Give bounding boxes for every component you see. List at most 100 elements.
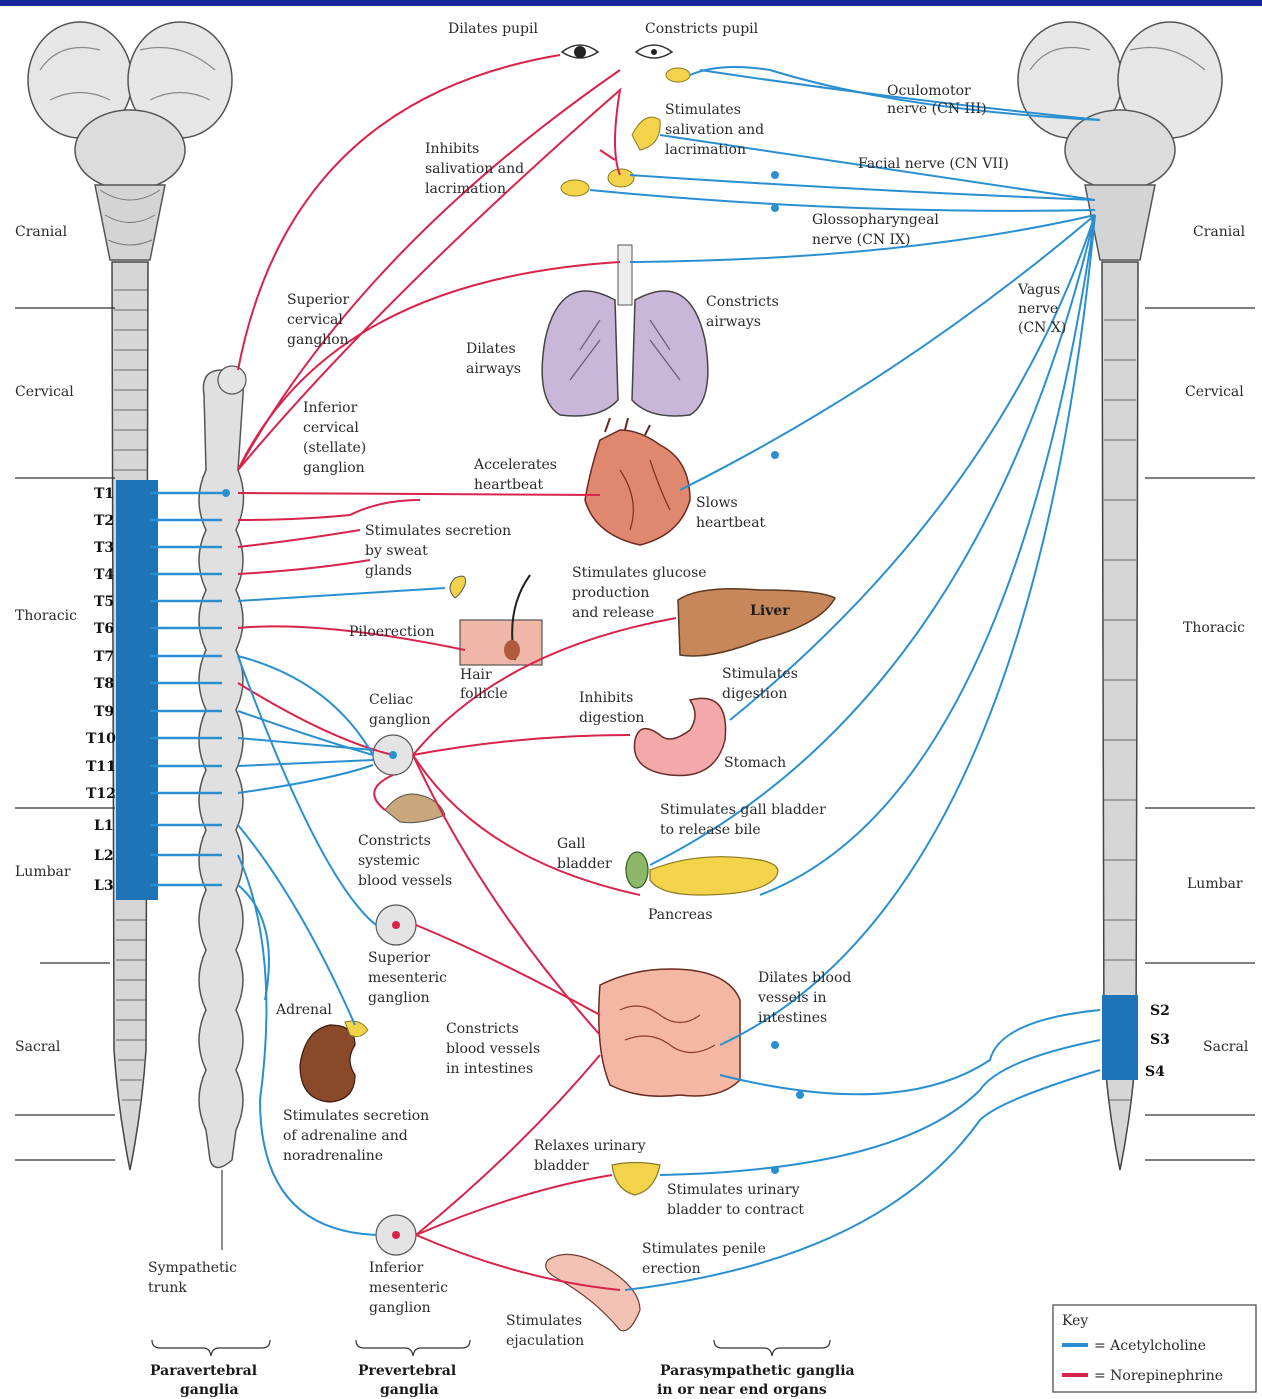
label-slows-2: heartbeat <box>696 515 766 531</box>
footer-parasympathetic-1: Parasympathetic ganglia <box>660 1363 855 1379</box>
left-spinal-cord <box>112 262 158 1170</box>
label-ejaculation-1: Stimulates <box>506 1313 582 1329</box>
region-label-cranial-left: Cranial <box>15 224 68 240</box>
label-stim-saliv-1: Stimulates <box>665 102 741 118</box>
organ-labels: Dilates pupil Constricts pupil Oculomoto… <box>148 21 1066 1349</box>
label-oculomotor-2: nerve (CN III) <box>887 101 987 117</box>
label-inferior-cervical-4: ganglion <box>303 460 365 476</box>
label-liver: Liver <box>750 603 790 619</box>
segment-t2: T2 <box>94 513 114 529</box>
footer-parasympathetic-2: in or near end organs <box>657 1382 827 1398</box>
label-superior-cervical-2: cervical <box>287 312 343 328</box>
region-label-thoracic-right: Thoracic <box>1183 620 1245 636</box>
label-ejaculation-2: ejaculation <box>506 1333 584 1349</box>
label-gall-release-1: Stimulates gall bladder <box>660 802 826 818</box>
sympathetic-pathways <box>238 55 676 1290</box>
region-label-sacral-right: Sacral <box>1203 1039 1249 1055</box>
region-label-cranial-right: Cranial <box>1193 224 1246 240</box>
label-constricts-systemic-1: Constricts <box>358 833 431 849</box>
segment-t6: T6 <box>94 621 114 637</box>
label-dilates-airways-2: airways <box>466 361 521 377</box>
legend-title: Key <box>1062 1313 1088 1329</box>
label-inhib-saliv-2: salivation and <box>425 161 524 177</box>
label-gall-2: bladder <box>557 856 612 872</box>
label-vagus-3: (CN X) <box>1018 320 1066 336</box>
hair-follicle-icon <box>460 575 542 665</box>
label-celiac-1: Celiac <box>369 692 413 708</box>
segment-t7: T7 <box>94 649 114 665</box>
segment-t5: T5 <box>94 594 114 610</box>
segment-labels: T1 T2 T3 T4 T5 T6 T7 T8 T9 T10 T11 T12 L… <box>86 486 116 894</box>
label-celiac-2: ganglion <box>369 712 431 728</box>
blood-vessel-icon <box>385 794 445 823</box>
urinary-bladder-icon <box>612 1163 660 1196</box>
label-constricts-intestines-2: blood vessels <box>446 1041 540 1057</box>
label-hair-1: Hair <box>460 667 492 683</box>
label-constricts-airways-1: Constricts <box>706 294 779 310</box>
label-gall-release-2: to release bile <box>660 822 761 838</box>
label-vagus-1: Vagus <box>1017 282 1060 298</box>
label-penile-1: Stimulates penile <box>642 1241 766 1257</box>
label-piloerection: Piloerection <box>349 624 434 640</box>
region-label-sacral-left: Sacral <box>15 1039 61 1055</box>
label-relaxes-1: Relaxes urinary <box>534 1138 646 1154</box>
label-dilates-vessels-2: vessels in <box>757 990 826 1006</box>
label-inferior-mesenteric-2: mesenteric <box>369 1280 448 1296</box>
label-stomach: Stomach <box>724 755 786 771</box>
label-superior-cervical-1: Superior <box>287 292 349 308</box>
label-superior-mesenteric-2: mesenteric <box>368 970 447 986</box>
label-sweat-3: glands <box>365 563 412 579</box>
label-superior-mesenteric-1: Superior <box>368 950 430 966</box>
label-symp-trunk-2: trunk <box>148 1280 187 1296</box>
footer-paravertebral-2: ganglia <box>180 1382 239 1398</box>
label-gall-1: Gall <box>557 836 586 852</box>
label-slows-1: Slows <box>696 495 738 511</box>
segment-t4: T4 <box>94 567 114 583</box>
label-penile-2: erection <box>642 1261 701 1277</box>
label-glucose-2: production <box>572 585 649 601</box>
label-accelerates-1: Accelerates <box>473 457 557 473</box>
region-label-cervical-left: Cervical <box>15 384 74 400</box>
label-dilates-vessels-3: intestines <box>758 1010 827 1026</box>
label-pancreas: Pancreas <box>648 907 713 923</box>
label-hair-2: follicle <box>460 686 508 702</box>
footer-labels: Paravertebral ganglia Prevertebral gangl… <box>150 1363 855 1398</box>
label-sweat-1: Stimulates secretion <box>365 523 511 539</box>
label-inferior-mesenteric-1: Inferior <box>369 1260 424 1276</box>
stomach-icon <box>634 698 725 775</box>
label-glucose-1: Stimulates glucose <box>572 565 707 581</box>
segment-l3: L3 <box>94 878 114 894</box>
segment-l1: L1 <box>94 818 114 834</box>
segment-t1: T1 <box>94 486 114 502</box>
label-stim-urinary-1: Stimulates urinary <box>667 1182 800 1198</box>
segment-s2: S2 <box>1150 1003 1170 1019</box>
region-label-lumbar-left: Lumbar <box>15 864 71 880</box>
lungs-icon <box>542 245 708 416</box>
label-vagus-2: nerve <box>1018 301 1058 317</box>
adrenal-kidney-icon <box>300 1021 368 1102</box>
segment-l2: L2 <box>94 848 114 864</box>
label-sweat-2: by sweat <box>365 543 428 559</box>
parasympathetic-pathways <box>222 67 1100 1290</box>
label-oculomotor-1: Oculomotor <box>887 83 971 99</box>
footer-paravertebral-1: Paravertebral <box>150 1363 257 1379</box>
label-stim-saliv-3: lacrimation <box>665 142 746 158</box>
label-dilates-vessels-1: Dilates blood <box>758 970 851 986</box>
label-inferior-mesenteric-3: ganglion <box>369 1300 431 1316</box>
label-relaxes-2: bladder <box>534 1158 589 1174</box>
legend-norepinephrine-label: = Norepinephrine <box>1094 1368 1223 1384</box>
label-inhib-saliv-1: Inhibits <box>425 141 479 157</box>
label-adrenaline-3: noradrenaline <box>283 1148 383 1164</box>
footer-prevertebral-1: Prevertebral <box>358 1363 456 1379</box>
label-symp-trunk-1: Sympathetic <box>148 1260 237 1276</box>
sweat-gland-icon <box>450 576 466 598</box>
label-constricts-pupil: Constricts pupil <box>645 21 759 37</box>
label-glosso-2: nerve (CN IX) <box>812 232 910 248</box>
region-label-thoracic-left: Thoracic <box>15 608 77 624</box>
label-facial: Facial nerve (CN VII) <box>858 156 1009 172</box>
heart-icon <box>585 418 690 545</box>
segment-t9: T9 <box>94 704 114 720</box>
label-inferior-cervical-3: (stellate) <box>303 440 366 456</box>
right-spinal-cord <box>1102 262 1138 1170</box>
label-stim-digestion-2: digestion <box>722 686 787 702</box>
